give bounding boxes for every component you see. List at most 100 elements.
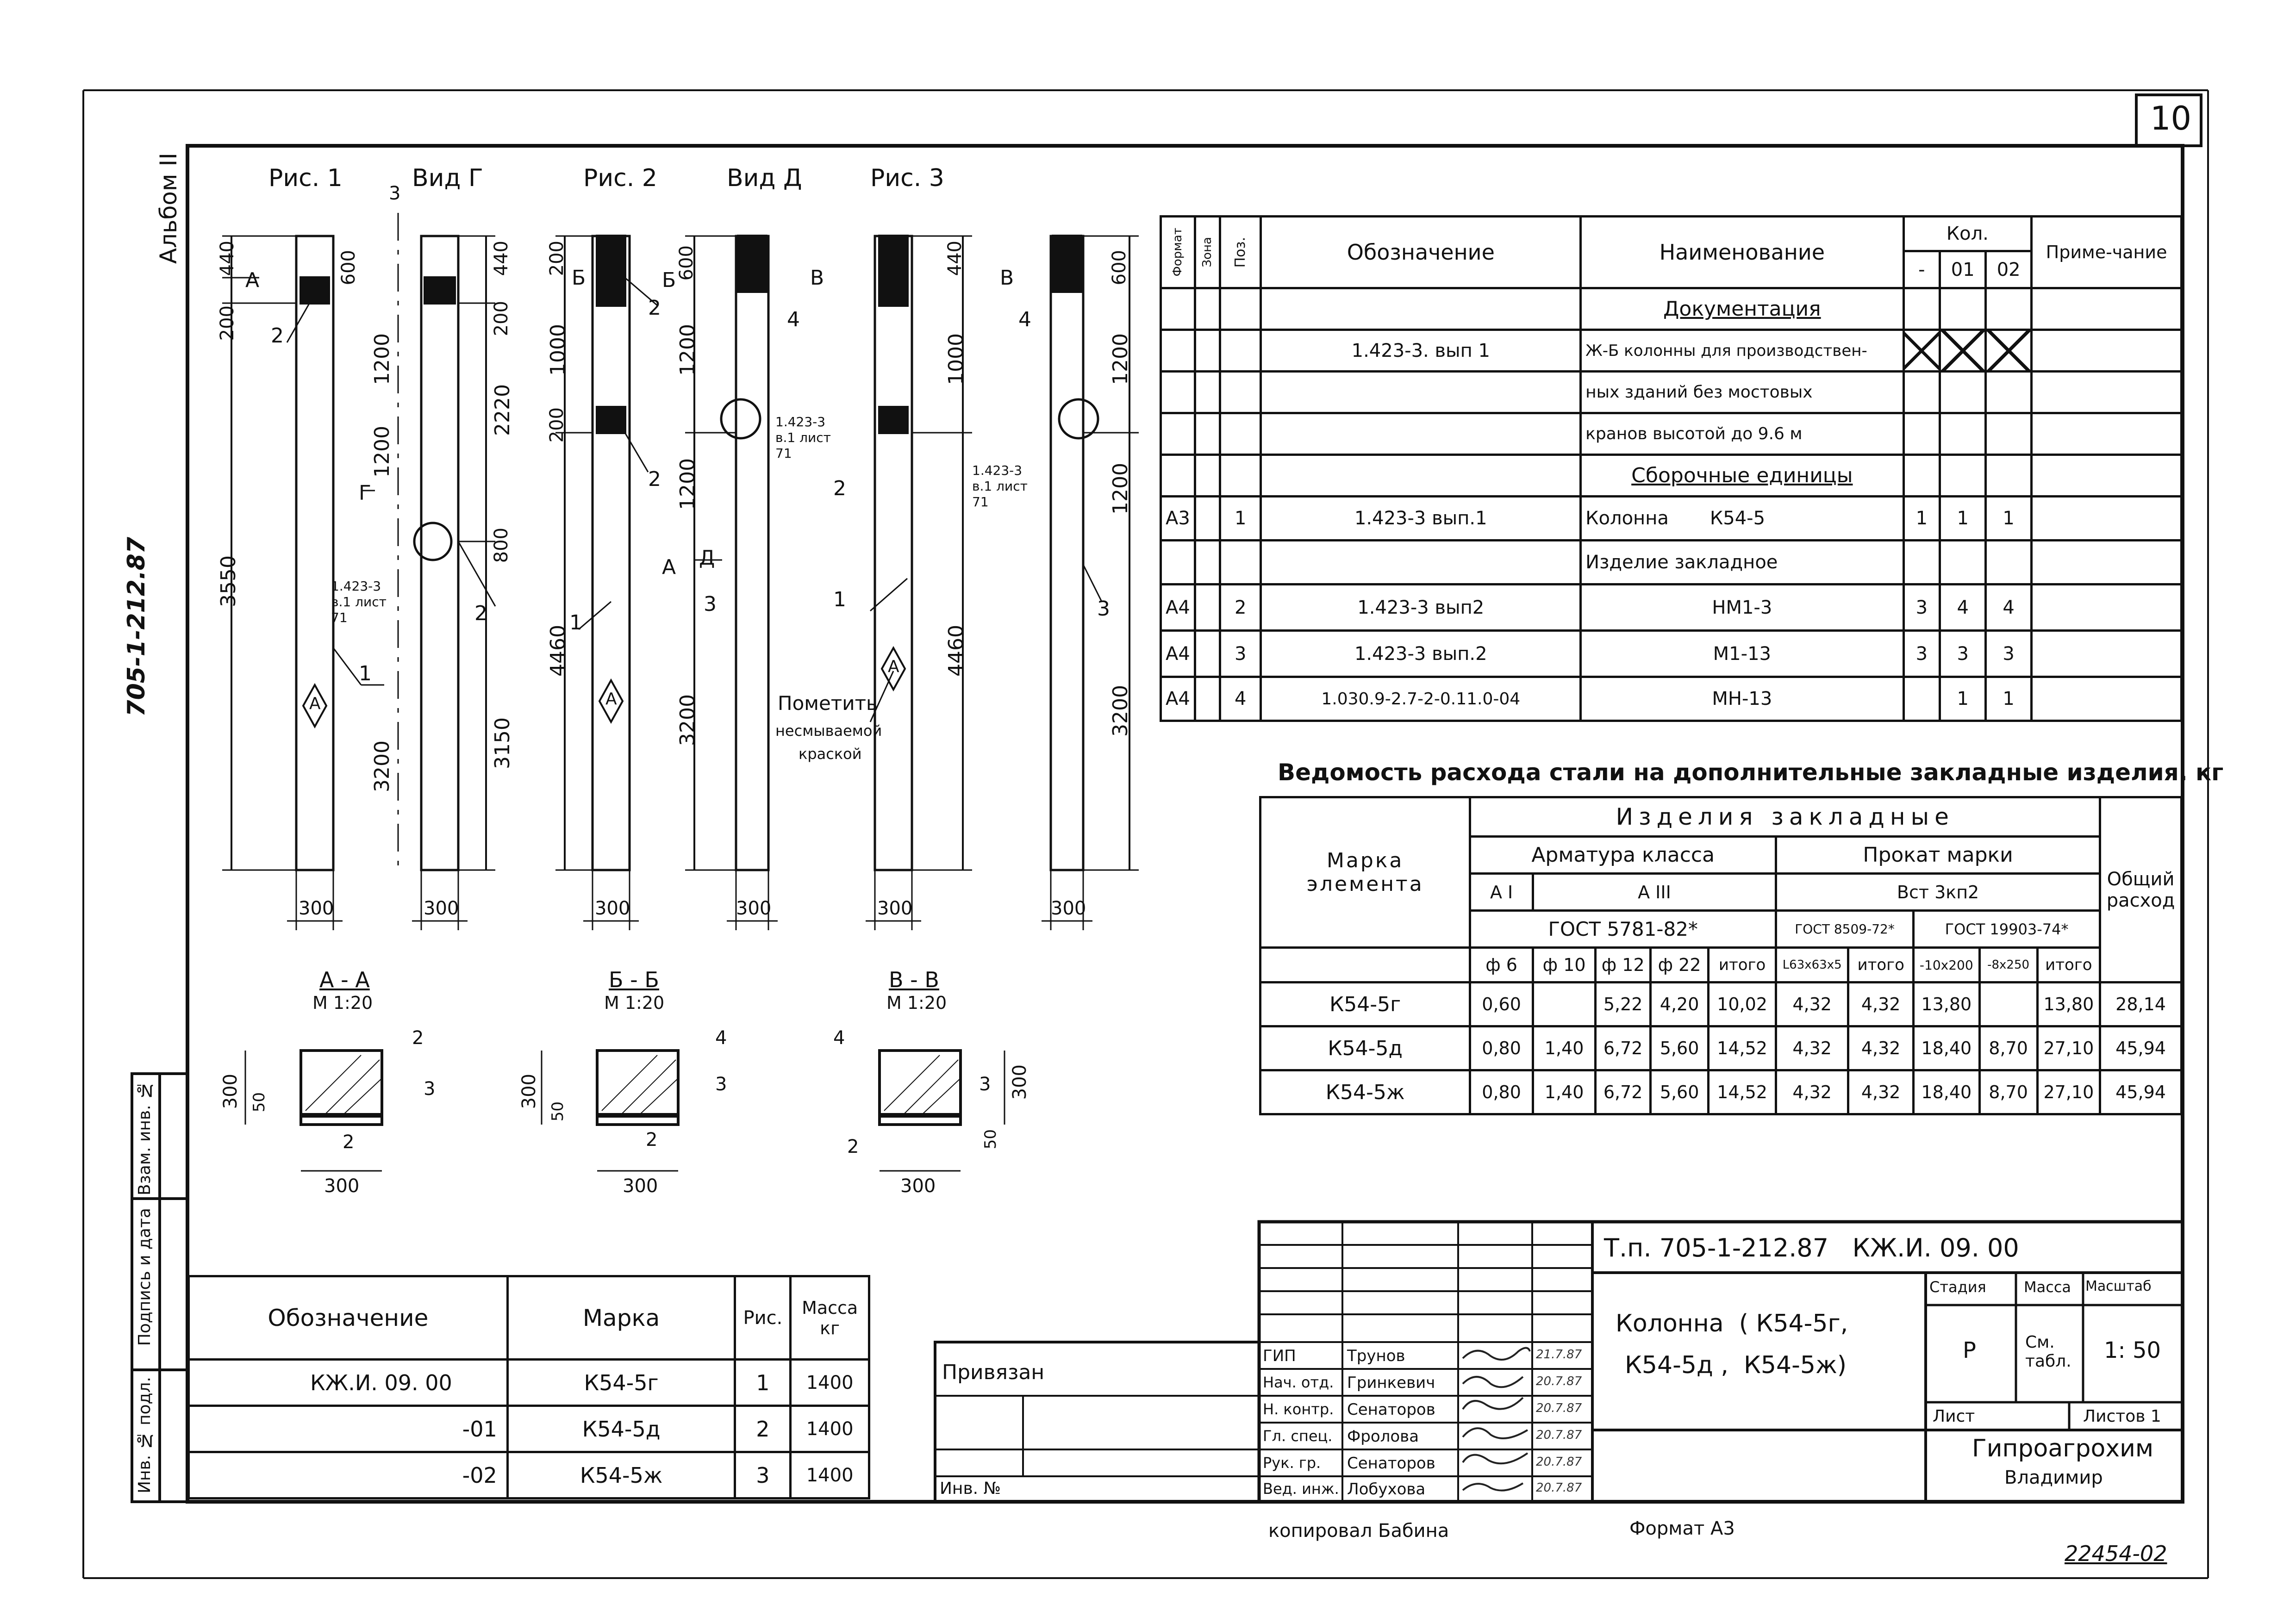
- mass-value: См. табл.: [2025, 1333, 2071, 1371]
- pos-label: 1: [359, 662, 372, 685]
- spec-row: Документация: [1160, 287, 2183, 331]
- pos-label: 2: [648, 467, 661, 491]
- pos-label: 1: [569, 611, 582, 634]
- sheet-header: Лист: [1933, 1407, 1975, 1426]
- dim-label: 3150: [491, 717, 514, 769]
- steel-col: ф 22: [1649, 946, 1710, 983]
- steel-col: L63x63x5: [1775, 946, 1850, 983]
- dim-label: 800: [491, 528, 512, 563]
- dim-label: 3550: [217, 555, 240, 607]
- spec-section-title: Сборочные единицы: [1579, 454, 1905, 497]
- dim-50: 50: [250, 1092, 268, 1113]
- person-date: 20.7.87: [1536, 1401, 1582, 1415]
- a1-header: А I: [1469, 872, 1534, 912]
- letter-g: Г: [359, 481, 371, 505]
- steel-col: итого: [1707, 946, 1778, 983]
- dim-50: 50: [549, 1101, 567, 1122]
- dim-label: 1000: [546, 324, 570, 376]
- rolled-grade-header: Прокат марки: [1775, 835, 2102, 875]
- figure-title-5: Рис. 3: [870, 164, 944, 192]
- pos-label: 2: [412, 1027, 424, 1049]
- role-label: ГИП: [1263, 1347, 1296, 1365]
- steel-col: ф 6: [1469, 946, 1534, 983]
- dim-label: 1000: [944, 333, 968, 385]
- steel-col: -10x200: [1912, 946, 1981, 983]
- document-name-line-1: Колонна ( К54-5г,: [1616, 1310, 1848, 1337]
- dim-50: 50: [981, 1129, 1000, 1150]
- pos-label: 3: [1097, 597, 1110, 621]
- inventory-label: Инв. №: [940, 1479, 1001, 1498]
- role-label: Вед. инж.: [1263, 1480, 1339, 1498]
- diamond-letter: А: [605, 690, 617, 709]
- archive-number: 22454-02: [2065, 1541, 2167, 1566]
- person-date: 20.7.87: [1536, 1481, 1582, 1495]
- spec-qty-col: 01: [1939, 250, 1987, 289]
- figure-title-1: Рис. 1: [268, 164, 343, 192]
- person-date: 20.7.87: [1536, 1455, 1582, 1469]
- dim-label: 440: [944, 241, 966, 276]
- group-header-mass: Масса кг: [789, 1275, 870, 1361]
- spec-header-qty: Кол.: [1902, 215, 2033, 252]
- dim-300: 300: [877, 898, 913, 919]
- spec-header-format: Формат: [1171, 228, 1185, 277]
- dim-label: 3200: [370, 740, 394, 792]
- diamond-letter: А: [888, 657, 899, 676]
- dim-label: 600: [676, 245, 697, 281]
- dim-300: 300: [900, 1175, 936, 1197]
- role-label: Рук. гр.: [1263, 1454, 1321, 1472]
- ref-callout: 1.423-3 в.1 лист 71: [331, 578, 387, 625]
- spec-header-designation: Обозначение: [1260, 215, 1582, 289]
- role-label: Нач. отд.: [1263, 1374, 1334, 1391]
- person-name: Фролова: [1347, 1427, 1419, 1446]
- copied-by: копировал Бабина: [1268, 1520, 1449, 1542]
- dim-label: 3200: [1109, 685, 1132, 737]
- pos-label: 3: [979, 1074, 991, 1095]
- section-title: В - В: [889, 967, 939, 992]
- group-table: Обозначение Марка Рис. Масса кг КЖ.И. 09…: [187, 1275, 870, 1499]
- pos-label: 2: [646, 1129, 658, 1150]
- a3-header: А III: [1531, 872, 1778, 912]
- person-date: 21.7.87: [1536, 1348, 1582, 1362]
- group-header-mark: Марка: [506, 1275, 736, 1361]
- steel-mark-header: Марка элемента: [1259, 796, 1472, 949]
- pos-label: 4: [715, 1027, 727, 1049]
- pos-label: 4: [833, 1027, 845, 1049]
- spec-header-name: Наименование: [1579, 215, 1905, 289]
- section-title: А - А: [319, 967, 370, 992]
- spec-header-note: Приме-чание: [2030, 215, 2183, 289]
- format-label: Формат А3: [1629, 1518, 1735, 1539]
- dim-label: 200: [546, 241, 568, 276]
- specification-table: Формат Зона Поз. Обозначение Наименовани…: [1160, 215, 2183, 722]
- vst-header: Вст 3кп2: [1775, 872, 2102, 912]
- person-date: 20.7.87: [1536, 1428, 1582, 1442]
- spec-section-title: Документация: [1579, 287, 1905, 331]
- sheet-number: 10: [2150, 99, 2192, 137]
- spec-row: Сборочные единицы: [1160, 454, 2183, 497]
- dim-label: 200: [546, 407, 568, 443]
- spec-qty-col: 02: [1984, 250, 2033, 289]
- side-stamp-sign: Подпись и дата: [135, 1208, 154, 1346]
- side-stamp-replace: Взам. инв. №: [135, 1081, 154, 1195]
- dim-label: 440: [217, 241, 238, 276]
- gost-19903: ГОСТ 19903-74*: [1912, 909, 2102, 949]
- dim-300: 300: [595, 898, 630, 919]
- role-label: Н. контр.: [1263, 1400, 1334, 1418]
- dim-300: 300: [623, 1175, 658, 1197]
- album-label: Альбом II: [155, 153, 182, 264]
- organization-name: Гипроагрохим: [1972, 1435, 2154, 1462]
- document-code: Т.п. 705-1-212.87 КЖ.И. 09. 00: [1604, 1233, 2019, 1262]
- steel-col: -8x250: [1978, 946, 2039, 983]
- dim-label: 4460: [944, 625, 968, 677]
- person-name: Сенаторов: [1347, 1400, 1435, 1419]
- steel-table-title: Ведомость расхода стали на дополнительны…: [1278, 759, 2224, 786]
- dim-label: 1200: [1109, 463, 1132, 515]
- spec-qty-col: -: [1902, 250, 1941, 289]
- dim-label: 2220: [491, 384, 514, 436]
- dim-label: 600: [338, 250, 359, 286]
